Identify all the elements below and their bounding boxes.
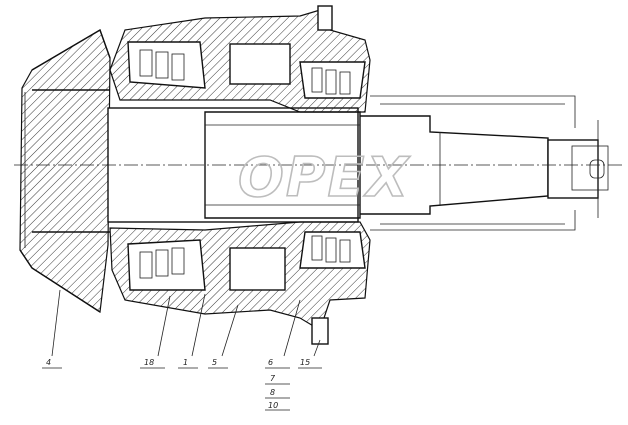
- flange-outline: [370, 95, 576, 231]
- bevel-gear: [19, 28, 111, 314]
- callout-1: 1: [183, 358, 188, 367]
- callout-8: 8: [270, 388, 275, 397]
- upper-bearing-rollers: [139, 49, 351, 95]
- callout-labels: 4 18 1 5 6 7 8 10 15: [46, 358, 310, 410]
- callout-4: 4: [46, 358, 51, 367]
- housing-upper: [109, 5, 371, 113]
- leader-lines: [42, 289, 322, 411]
- callout-5: 5: [212, 358, 217, 367]
- callout-10: 10: [268, 401, 278, 410]
- svg-text:OPEX: OPEX: [238, 146, 410, 209]
- callout-6: 6: [268, 358, 273, 367]
- shaft-end: [547, 120, 609, 218]
- watermark: OPEX: [237, 145, 410, 210]
- lower-bearing-rollers: [139, 235, 351, 279]
- callout-18: 18: [144, 358, 154, 367]
- callout-15: 15: [300, 358, 310, 367]
- callout-7: 7: [270, 374, 276, 383]
- housing-lower: [109, 221, 371, 345]
